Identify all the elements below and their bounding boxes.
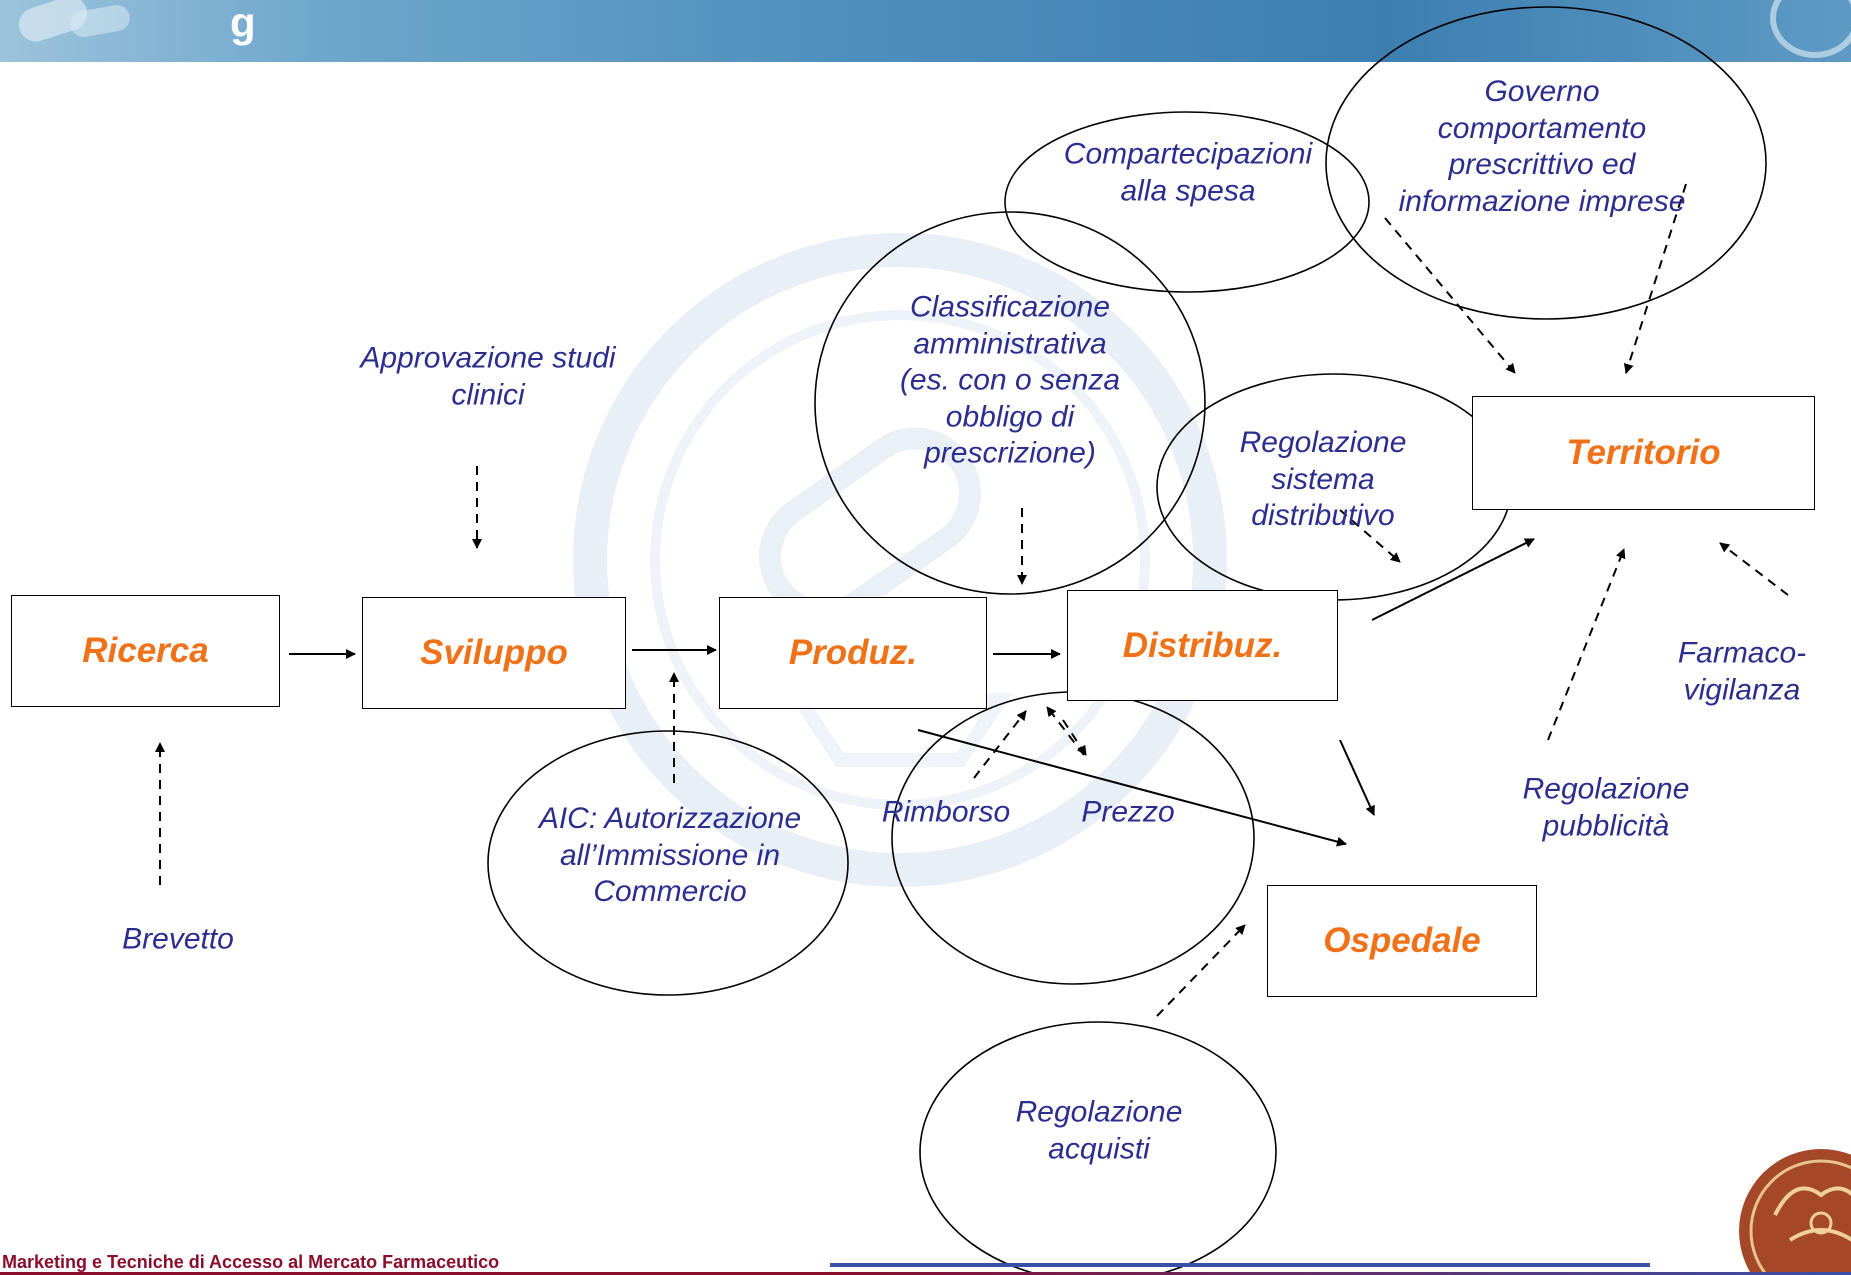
stage-label-distribuz: Distribuz. (1122, 625, 1283, 665)
university-seal-logo (1739, 1149, 1851, 1275)
ellipse-aic (487, 730, 849, 996)
note-rimborso: Rimborso (881, 795, 1011, 829)
dashed-arrow-acquisti (1156, 924, 1246, 1017)
stage-box-ospedale: Ospedale (1267, 885, 1537, 997)
footer-divider (0, 1272, 1851, 1275)
note-regolazione-distributivo: Regolazione sistema distributivo (1239, 426, 1407, 533)
note-farmacovigilanza: Farmaco- vigilanza (1677, 636, 1807, 706)
dashed-arrow-rimborso (973, 710, 1027, 779)
stage-box-distribuz: Distribuz. (1067, 590, 1338, 701)
note-approvazione: Approvazione studi clinici (360, 341, 616, 411)
stage-box-produz: Produz. (719, 597, 987, 709)
stage-label-ricerca: Ricerca (82, 631, 209, 670)
dashed-arrow-farmacovigilanza (1719, 542, 1789, 596)
stage-label-produz: Produz. (788, 633, 918, 672)
header-band: g (0, 0, 1851, 62)
note-compartecipazioni: Compartecipazioni alla spesa (1063, 137, 1313, 207)
stage-label-sviluppo: Sviluppo (420, 633, 568, 672)
stage-label-ospedale: Ospedale (1323, 921, 1481, 960)
note-regolazione-pubblicita: Regolazione pubblicità (1522, 772, 1690, 842)
footer-divider-blue (830, 1263, 1650, 1267)
stage-label-territorio: Territorio (1566, 433, 1721, 472)
ellipse-classificazione (814, 211, 1206, 595)
arrow-distribuz-ospedale (1339, 739, 1375, 816)
dashed-arrow-governo-right (1623, 183, 1687, 374)
ellipse-governo (1325, 6, 1767, 320)
dashed-arrow-pubblicita (1547, 548, 1626, 741)
stage-box-sviluppo: Sviluppo (362, 597, 626, 709)
note-brevetto: Brevetto (122, 922, 234, 956)
arrow-produz-ospedale (917, 729, 1347, 847)
note-governo: Governo comportamento prescrittivo ed in… (1398, 74, 1686, 218)
note-classificazione: Classificazione amministrativa (es. con … (899, 290, 1121, 470)
note-regolazione-acquisti: Regolazione acquisti (1015, 1095, 1183, 1165)
note-prezzo: Prezzo (1081, 795, 1175, 829)
dashed-arrow-governo-left (1384, 217, 1516, 374)
stage-box-ricerca: Ricerca (11, 595, 280, 707)
ellipse-acquisti (919, 1021, 1277, 1275)
dashed-arrow-prezzo (1046, 706, 1085, 756)
note-aic: AIC: Autorizzazione all’Immissione in Co… (538, 802, 802, 909)
arrow-distribuz-territorio (1371, 538, 1535, 621)
dashed-arrow-distributivo (1339, 509, 1401, 563)
ellipse-compartecipazioni (1004, 111, 1370, 293)
dashed-arrow-prezzo-b (1062, 719, 1087, 756)
stage-box-territorio: Territorio (1472, 396, 1815, 510)
footer-course-title: Marketing e Tecniche di Accesso al Merca… (2, 1252, 500, 1272)
header-logo-icon (1770, 0, 1851, 58)
